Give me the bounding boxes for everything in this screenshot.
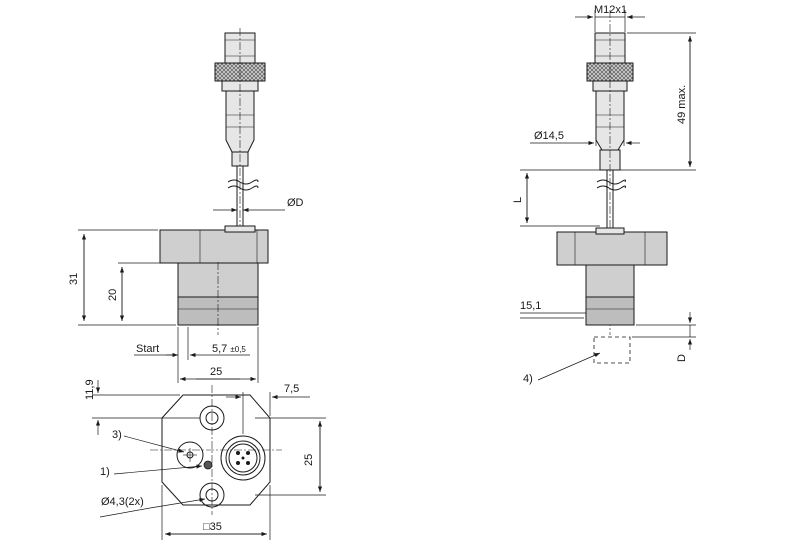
label-diameter-d: ØD <box>287 197 304 209</box>
label-49-max: 49 max. <box>676 84 688 124</box>
label-5-7-tolerance: ±0,5 <box>230 345 246 354</box>
mounting-hole-bottom <box>199 482 225 508</box>
flange-left <box>159 229 269 264</box>
label-5-7-value: 5,7 <box>212 343 228 355</box>
bottom-view <box>92 380 326 540</box>
ref1-led <box>203 460 213 470</box>
label-ref4: 4) <box>523 373 533 385</box>
target-object-ref4 <box>593 336 631 364</box>
ref3-element <box>176 441 204 469</box>
label-square-35: □35 <box>203 521 222 533</box>
label-25-side: 25 <box>303 453 315 466</box>
octagon-outline <box>161 394 271 506</box>
left-side-view <box>78 28 285 383</box>
label-20: 20 <box>107 288 119 301</box>
flange-right <box>556 231 668 266</box>
label-7-5: 7,5 <box>284 383 300 395</box>
label-ref1: 1) <box>100 466 110 478</box>
label-d: D <box>676 354 688 362</box>
label-hole-diameter: Ø4,3(2x) <box>101 496 144 508</box>
label-start: Start <box>136 343 160 355</box>
label-11-9: 11,9 <box>84 379 96 400</box>
label-m12x1: M12x1 <box>594 4 628 16</box>
label-ref3: 3) <box>112 429 122 441</box>
label-diameter-14-5: Ø14,5 <box>534 130 564 142</box>
m12-socket <box>220 435 266 481</box>
label-15-1: 15,1 <box>520 300 542 312</box>
label-l: L <box>512 196 524 203</box>
label-5-7: 5,7 ±0,5 <box>212 343 246 356</box>
label-25-top: 25 <box>210 366 223 378</box>
right-side-view <box>520 10 696 381</box>
label-31: 31 <box>68 272 80 285</box>
